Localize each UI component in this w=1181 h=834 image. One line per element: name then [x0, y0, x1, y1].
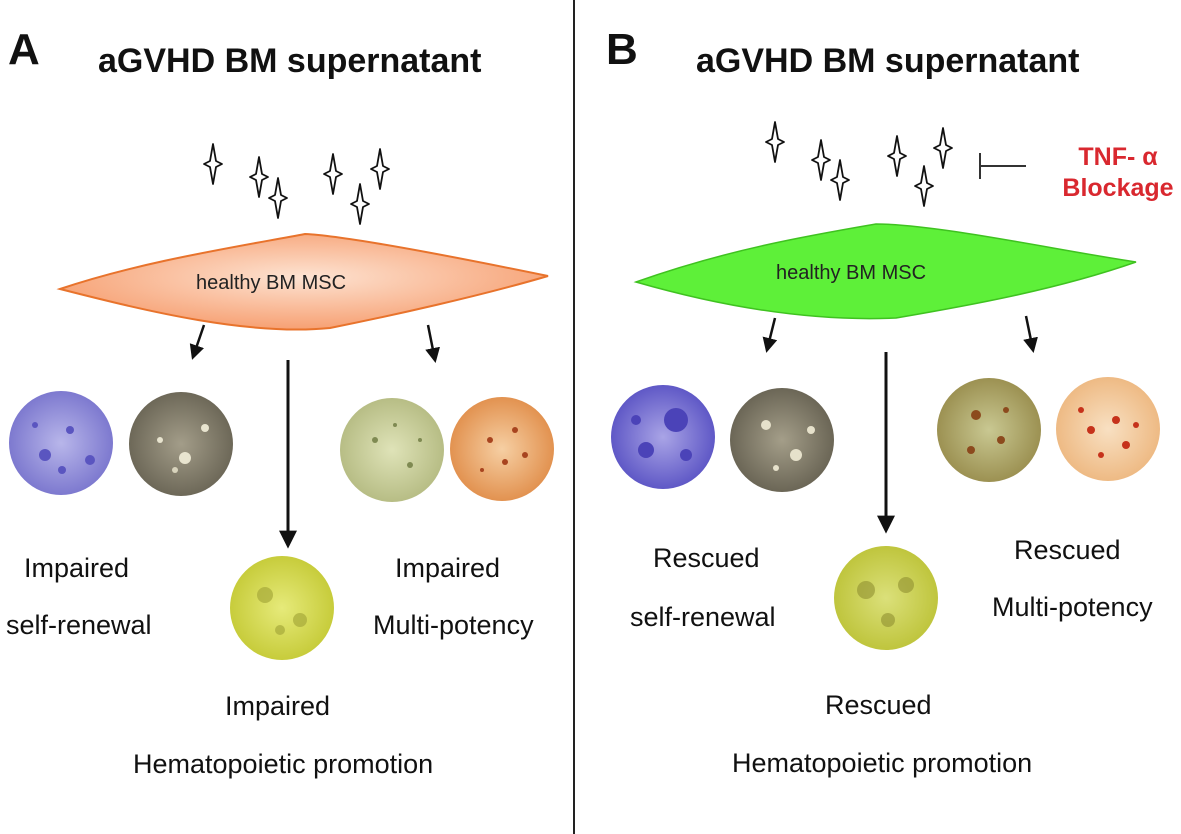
cytokine-star-icon [268, 177, 288, 219]
micrograph-crystal-violet [9, 391, 113, 495]
panel-letter: A [8, 25, 40, 74]
inhibitor-line2: Blockage [1062, 174, 1174, 203]
micrograph-adipogenic [450, 397, 554, 501]
micrograph-osteogenic [340, 398, 444, 502]
micrograph-phase-contrast [129, 392, 233, 496]
cytokine-star-icon [830, 159, 850, 201]
panel-a: A aGVHD BM supernatant healthy BM MSC Im… [0, 0, 574, 834]
cytokine-star-icon [933, 127, 953, 169]
micrograph-hematopoietic [230, 556, 334, 660]
left-outcome-line2: self-renewal [6, 610, 152, 640]
bottom-outcome-line1: Rescued [825, 690, 932, 720]
cytokine-stars [203, 143, 390, 225]
right-outcome-line2: Multi-potency [992, 592, 1153, 622]
bottom-outcome-line2: Hematopoietic promotion [732, 748, 1033, 778]
inhibitor-label: TNF- α Blockage [1053, 142, 1181, 205]
panel-a-graphics [9, 143, 554, 660]
micrograph-crystal-violet [611, 385, 715, 489]
bottom-outcome-line1: Impaired [225, 691, 331, 721]
arrow-to-multipotency [1023, 315, 1038, 353]
left-outcome-line1: Rescued [653, 543, 760, 573]
bottom-outcome-line2: Hematopoietic promotion [133, 749, 434, 779]
panel-divider [573, 0, 575, 834]
msc-cell-shape [633, 223, 1137, 320]
inhibitor-line1: TNF- α [1078, 143, 1158, 171]
micrograph-adipogenic [1056, 377, 1160, 481]
left-outcome-line1: Impaired [24, 553, 130, 583]
left-outcome-line2: self-renewal [630, 602, 776, 632]
panel-letter: B [606, 25, 638, 74]
cytokine-stars [765, 121, 953, 207]
arrow-to-self-renewal [762, 317, 778, 353]
panel-b: B aGVHD BM supernatant healthy BM MSC TN… [576, 0, 1181, 834]
micrograph-hematopoietic [834, 546, 938, 650]
arrow-to-multipotency [425, 324, 441, 363]
cytokine-star-icon [249, 156, 269, 198]
cytokine-star-icon [811, 139, 831, 181]
arrow-to-self-renewal [189, 324, 206, 360]
cell-label: healthy BM MSC [196, 272, 347, 294]
right-outcome-line2: Multi-potency [373, 610, 534, 640]
panel-title: aGVHD BM supernatant [98, 42, 482, 80]
panel-b-graphics [611, 121, 1160, 650]
msc-cell-shape [56, 232, 549, 331]
cytokine-star-icon [765, 121, 785, 163]
right-outcome-line1: Rescued [1014, 535, 1121, 565]
cytokine-star-icon [887, 135, 907, 177]
inhibition-bar-icon [979, 153, 1026, 179]
right-outcome-line1: Impaired [395, 553, 501, 583]
cell-label: healthy BM MSC [776, 262, 927, 284]
cytokine-star-icon [914, 165, 934, 207]
micrograph-osteogenic [937, 378, 1041, 482]
panel-title: aGVHD BM supernatant [696, 42, 1080, 80]
cytokine-star-icon [203, 143, 223, 185]
cytokine-star-icon [323, 153, 343, 195]
cytokine-star-icon [350, 183, 370, 225]
micrograph-phase-contrast [730, 388, 834, 492]
cytokine-star-icon [370, 148, 390, 190]
